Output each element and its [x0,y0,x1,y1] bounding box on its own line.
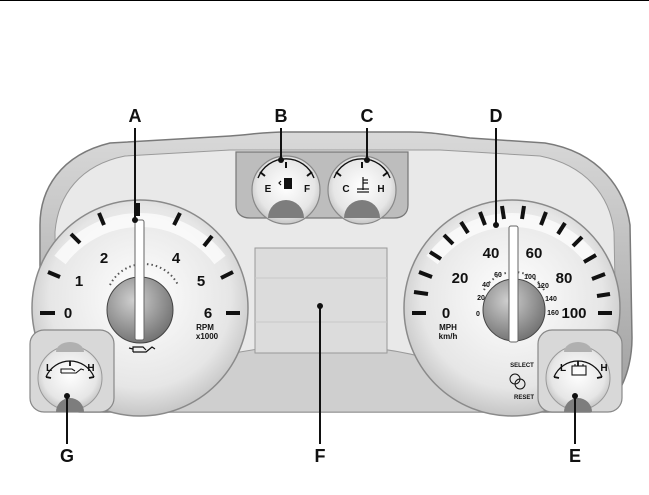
tach-unit-x1000: x1000 [196,332,219,341]
kmh-label-120: 120 [537,283,549,290]
callout-g: G [60,446,74,466]
callout-f: F [315,446,326,466]
callout-d: D [490,106,503,126]
kmh-label-60: 60 [494,272,502,279]
fuel-empty-label: E [265,184,272,195]
kmh-label-100: 100 [524,274,536,281]
oil-high-label: H [87,363,94,374]
coolant-temp-icon [357,177,369,193]
kmh-label-160: 160 [547,310,559,317]
kmh-label-0: 0 [476,311,480,318]
oil-can-icon [60,368,85,374]
tach-label-1: 1 [75,273,83,290]
callout-c: C [361,106,374,126]
speedo-unit-kmh: km/h [439,332,458,341]
kmh-label-20: 20 [477,295,485,302]
tach-label-6: 6 [204,305,212,322]
tach-label-0: 0 [64,305,72,322]
tach-label-4: 4 [172,250,181,267]
battery-voltage-gauge: L H [537,329,623,413]
callout-a: A [129,106,142,126]
fuel-full-label: F [304,184,310,195]
oil-low-label: L [46,363,52,374]
fuel-pump-icon [278,178,292,189]
mph-label-0: 0 [442,305,450,322]
mph-label-80: 80 [556,270,573,287]
tach-unit-rpm: RPM [196,323,214,332]
tach-label-5: 5 [197,273,205,290]
mph-label-60: 60 [526,245,543,262]
callout-b: B [275,106,288,126]
temperature-gauge: C H [327,155,397,225]
temp-cold-label: C [342,184,349,195]
battery-high-label: H [600,363,607,374]
select-reset-control[interactable]: SELECT RESET [509,363,534,401]
top-rule [0,0,649,1]
select-label: SELECT [510,363,534,369]
temp-hot-label: H [377,184,384,195]
battery-icon [571,364,587,376]
fuel-gauge: E F [251,155,321,225]
mph-label-40: 40 [483,245,500,262]
callout-e: E [569,446,581,466]
battery-low-label: L [560,363,566,374]
mph-label-20: 20 [452,270,469,287]
mph-label-100: 100 [561,305,586,322]
speedo-unit-mph: MPH [439,323,457,332]
reset-label: RESET [514,395,534,401]
tach-label-2: 2 [100,250,108,267]
oil-pressure-gauge: L H [29,329,115,413]
kmh-label-140: 140 [545,296,557,303]
oil-pressure-icon [128,346,156,353]
